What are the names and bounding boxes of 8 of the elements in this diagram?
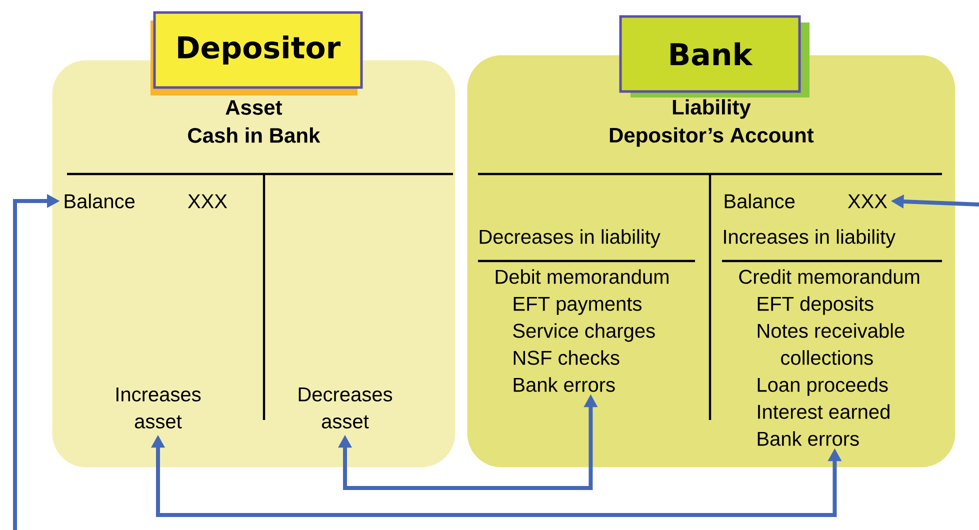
column-label: Increases asset: [116, 388, 201, 428]
entry-list: Decreases in liability Debit memorandum EFT payments Service charges NSF checks Bank errors: [480, 229, 668, 392]
title-tab: Depositor: [150, 11, 363, 96]
entry-list: Increases in liability Credit memorandum EFT deposits Notes receivable collections Loan proceeds Interest earned Bank errors: [724, 229, 920, 446]
title-tab: Bank: [619, 15, 810, 98]
balance-entry: Balance XXX: [64, 194, 228, 208]
balance-entry: Balance XXX: [724, 194, 888, 208]
column-label: Decreases asset: [298, 388, 392, 428]
